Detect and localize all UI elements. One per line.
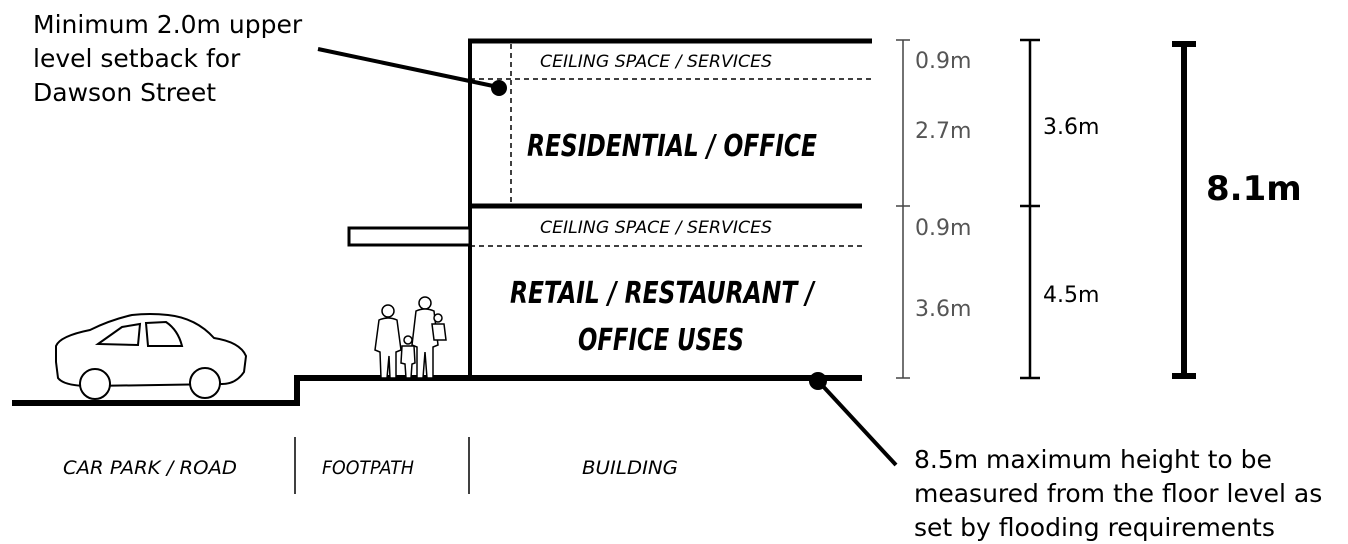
- lower-use-label-line1: RETAIL / RESTAURANT /: [510, 276, 816, 311]
- awning: [347, 226, 472, 247]
- lower-use-label-line2: OFFICE USES: [578, 323, 744, 358]
- dim-upper-ceiling: 0.9m: [915, 49, 971, 74]
- footpath-label: FOOTPATH: [322, 457, 414, 479]
- height-leader-line: [818, 381, 898, 467]
- height-note-line1: 8.5m maximum height to be: [914, 445, 1272, 474]
- setback-leader-line: [317, 47, 499, 89]
- dim-lower-ceiling: 0.9m: [915, 216, 971, 241]
- dimension-line-overall: [1172, 41, 1196, 379]
- building-label: BUILDING: [582, 457, 678, 479]
- dim-lower-room: 3.6m: [915, 297, 971, 322]
- dim-lower-total: 4.5m: [1043, 283, 1099, 308]
- dim-upper-room: 2.7m: [915, 119, 971, 144]
- dim-upper-total: 3.6m: [1043, 115, 1099, 140]
- dim-overall: 8.1m: [1206, 169, 1302, 209]
- ground-profile: [12, 375, 862, 406]
- setback-note-line2: level setback for: [33, 44, 241, 73]
- car-icon: [55, 313, 248, 400]
- height-note-line2: measured from the floor level as: [914, 479, 1322, 508]
- upper-use-label: RESIDENTIAL / OFFICE: [527, 129, 817, 164]
- height-note-line3: set by flooding requirements: [914, 513, 1275, 542]
- setback-leader-dot: [491, 80, 507, 96]
- lower-ceiling-label: CEILING SPACE / SERVICES: [540, 218, 772, 238]
- setback-note-line3: Dawson Street: [33, 78, 216, 107]
- dimension-line-floor-parts: [896, 39, 910, 379]
- dimension-line-floors: [1020, 38, 1040, 380]
- road-label: CAR PARK / ROAD: [63, 457, 237, 479]
- setback-note-line1: Minimum 2.0m upper: [33, 10, 303, 39]
- upper-ceiling-label: CEILING SPACE / SERVICES: [540, 52, 772, 72]
- family-silhouette-icon: [374, 296, 447, 379]
